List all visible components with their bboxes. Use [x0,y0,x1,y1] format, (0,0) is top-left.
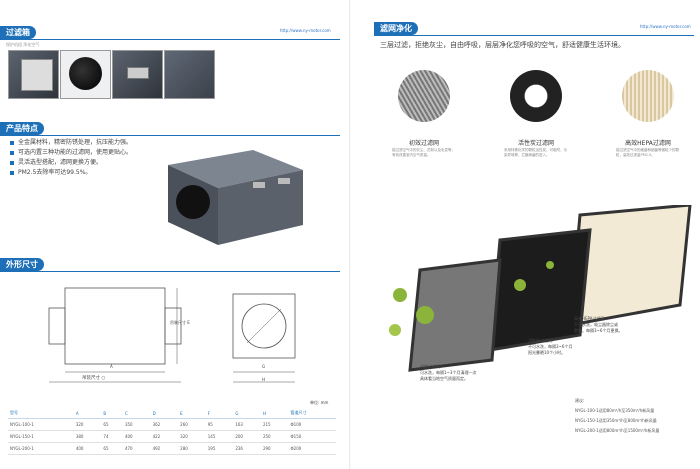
section-underline [0,271,340,272]
table-cell: Φ200 [288,442,336,455]
section-underline [374,35,694,36]
table-cell: 400 [122,430,151,443]
table-header: C [122,408,151,419]
table-cell: 492 [150,442,179,455]
feature-item: PM2.5去除率可达99.5%。 [10,168,132,178]
page-fold [349,0,351,469]
model-item: NYGL-200-1适用800m³/h至1500m³/h新风量 [575,428,660,433]
table-header: B [101,408,123,419]
hepa-filter-title: 高效HEPA过滤网 [625,140,671,147]
table-cell: 215 [260,418,289,431]
product-photo-latch [112,50,163,99]
left-page: 过滤箱 保护机组 净化空气 http://www.ny-motor.com 产品… [0,26,340,455]
feature-list: 全金属材料，精密防锈处理，抗压能力强。 可选内置三种功能的过滤网，使用更贴心。 … [10,138,132,178]
dim-label-g: G [262,364,266,369]
product-photo-filter-slot [8,50,59,99]
models-title: 建议: [575,398,585,403]
dim-label-outlet: 吊装尺寸 ○ [82,376,106,381]
table-cell: 65 [101,442,123,455]
table-header: D [150,408,179,419]
spec-table: 型号 A B C D E F G H 管道尺寸 NYGL-100-1 320 6… [8,408,336,455]
slogan: 三层过滤，拒绝灰尘，自由呼吸，层层净化您呼吸的空气，舒适健康生活环境。 [380,41,625,49]
model-item: NYGL-100-1适用80m³/h至350m³/h新风量 [575,408,655,413]
feature-item: 灵活选型搭配，滤网更换方便。 [10,158,132,168]
table-row: NYGL-100-1 320 65 350 362 260 95 163 215… [8,418,336,431]
table-cell: 320 [178,430,206,443]
dimension-unit: 单位: mm [310,400,329,405]
product-photo-duct-outlet [60,50,111,99]
carbon-filter-image [510,70,562,122]
table-cell: NYGL-200-1 [8,442,74,455]
section-underline [0,135,340,136]
table-row: NYGL-200-1 400 65 470 492 280 195 236 29… [8,442,336,455]
primary-filter-desc: 能过滤空气中的灰尘、花粉以及毛发等，有效改善室内空气质量。 [392,148,455,157]
dim-label-vertical: 吊装尺寸 E [170,320,190,325]
table-cell: 145 [205,430,234,443]
right-page: 滤网净化 http://www.ny-motor.com 三层过滤，拒绝灰尘，自… [350,0,700,469]
table-cell: 200 [233,430,261,443]
hepa-filter-desc: 能过滤空气中的细菌和细菌等微粒少的颗粒，高效过滤量PM2.5。 [616,148,679,157]
table-cell: 280 [178,442,206,455]
table-row: NYGL-150-1 380 74 400 422 320 145 200 25… [8,430,336,443]
table-cell: 195 [205,442,234,455]
section-features-title: 产品特点 [0,122,44,135]
table-cell: 290 [260,442,289,455]
table-cell: NYGL-150-1 [8,430,74,443]
table-cell: 74 [101,430,123,443]
hepa-filter-image [622,70,674,122]
table-cell: Φ100 [288,418,336,431]
carbon-filter-title: 活性炭过滤网 [517,140,554,147]
table-header: 型号 [8,408,74,419]
table-cell: 380 [73,430,102,443]
section-filter-purify-title: 滤网净化 [374,22,418,35]
feature-item: 可选内置三种功能的过滤网，使用更贴心。 [10,148,132,158]
hepa-care-note: 高效HEPA过滤网: 不可水洗，吸尘器除尘或 更换。每隔3~6个月更换。 [574,316,623,333]
filter-layers-illustration [389,205,692,372]
section-filter-box-subtitle: 保护机组 净化空气 [6,42,40,47]
table-header: H [260,408,289,419]
table-header: A [73,408,102,419]
dimension-drawing [48,287,296,383]
primary-filter-image [398,70,450,122]
table-cell: NYGL-100-1 [8,418,74,431]
website-url: http://www.ny-motor.com [280,28,331,33]
dim-label-a: A [110,364,113,369]
table-cell: 470 [122,442,151,455]
model-item: NYGL-150-1适用350m³/h至800m³/h新风量 [575,418,657,423]
table-cell: 350 [122,418,151,431]
product-main-image [168,150,303,245]
table-header: F [205,408,234,419]
feature-item: 全金属材料，精密防锈处理，抗压能力强。 [10,138,132,148]
table-cell: 422 [150,430,179,443]
table-cell: 400 [73,442,102,455]
section-underline [0,39,340,40]
table-header: 管道尺寸 [288,408,336,419]
carbon-care-note: 活性炭过滤网: 不可水洗，每隔3~6个月 阳光暴晒10个小时。 [528,338,573,355]
table-cell: 362 [150,418,179,431]
table-cell: 250 [260,430,289,443]
table-cell: 65 [101,418,123,431]
model-recommendations: 建议: NYGL-100-1适用80m³/h至350m³/h新风量 NYGL-1… [575,396,659,436]
carbon-filter-desc: 采用特殊化学的颗粒活性炭，可吸附，污染异味等，拦截病菌的进入。 [504,148,567,157]
primary-care-note: 初效过滤网: 可水洗，每隔1~3个月清理一次 具体看当地空气质量而定。 [420,364,477,381]
table-header: G [233,408,261,419]
table-cell: 95 [205,418,234,431]
primary-filter-title: 初效过滤网 [408,140,439,147]
table-cell: 320 [73,418,102,431]
table-cell: 163 [233,418,261,431]
table-header-row: 型号 A B C D E F G H 管道尺寸 [8,408,336,419]
website-url: http://www.ny-motor.com [640,24,691,29]
product-photo-panel [164,50,215,99]
table-header: E [178,408,206,419]
section-dimensions-title: 外形尺寸 [0,258,44,271]
section-filter-box-title: 过滤箱 [0,26,36,39]
table-cell: Φ150 [288,430,336,443]
dim-label-h: H [262,377,266,382]
table-cell: 260 [178,418,206,431]
table-cell: 236 [233,442,261,455]
